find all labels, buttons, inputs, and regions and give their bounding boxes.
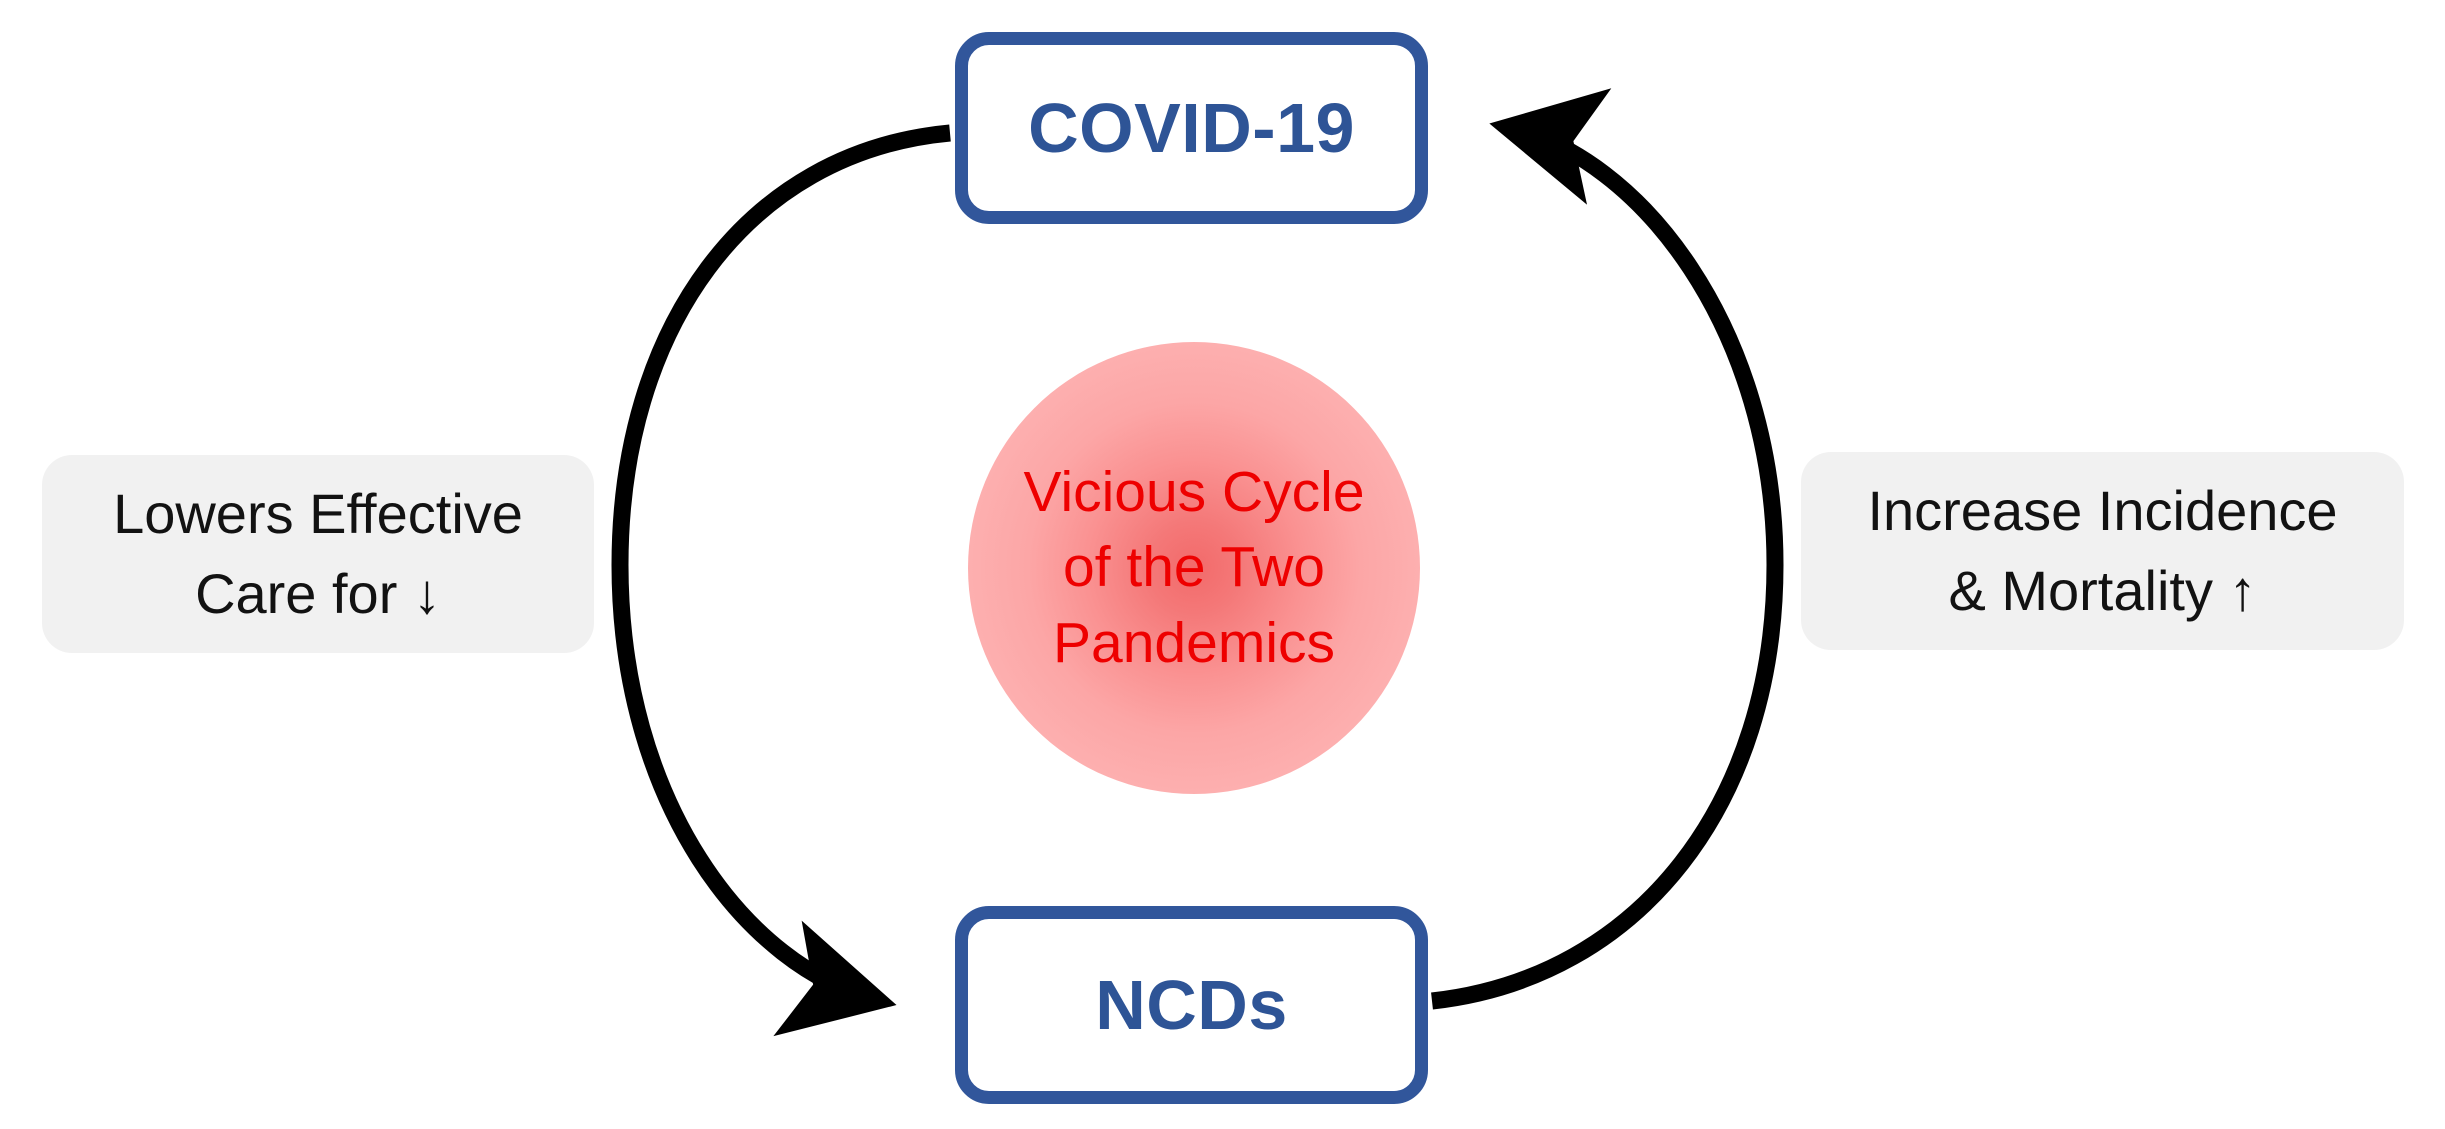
edge-label-covid-to-ncds: Lowers Effective Care for ↓ (42, 455, 594, 653)
vicious-cycle-circle: Vicious Cycle of the Two Pandemics (968, 342, 1420, 794)
edge-label-ncds-to-covid: Increase Incidence & Mortality ↑ (1801, 452, 2404, 650)
node-ncds-label: NCDs (1095, 966, 1288, 1044)
edge-label-covid-to-ncds-text: Lowers Effective Care for ↓ (113, 482, 523, 625)
edge-label-ncds-to-covid-text: Increase Incidence & Mortality ↑ (1867, 479, 2338, 622)
node-ncds[interactable]: NCDs (955, 906, 1428, 1104)
node-covid-19[interactable]: COVID-19 (955, 32, 1428, 224)
arrow-ncds-to-covid (1431, 88, 1784, 1010)
node-covid-19-label: COVID-19 (1028, 89, 1355, 167)
vicious-cycle-label: Vicious Cycle of the Two Pandemics (1023, 460, 1365, 675)
arrow-covid-to-ncds (611, 124, 951, 1037)
